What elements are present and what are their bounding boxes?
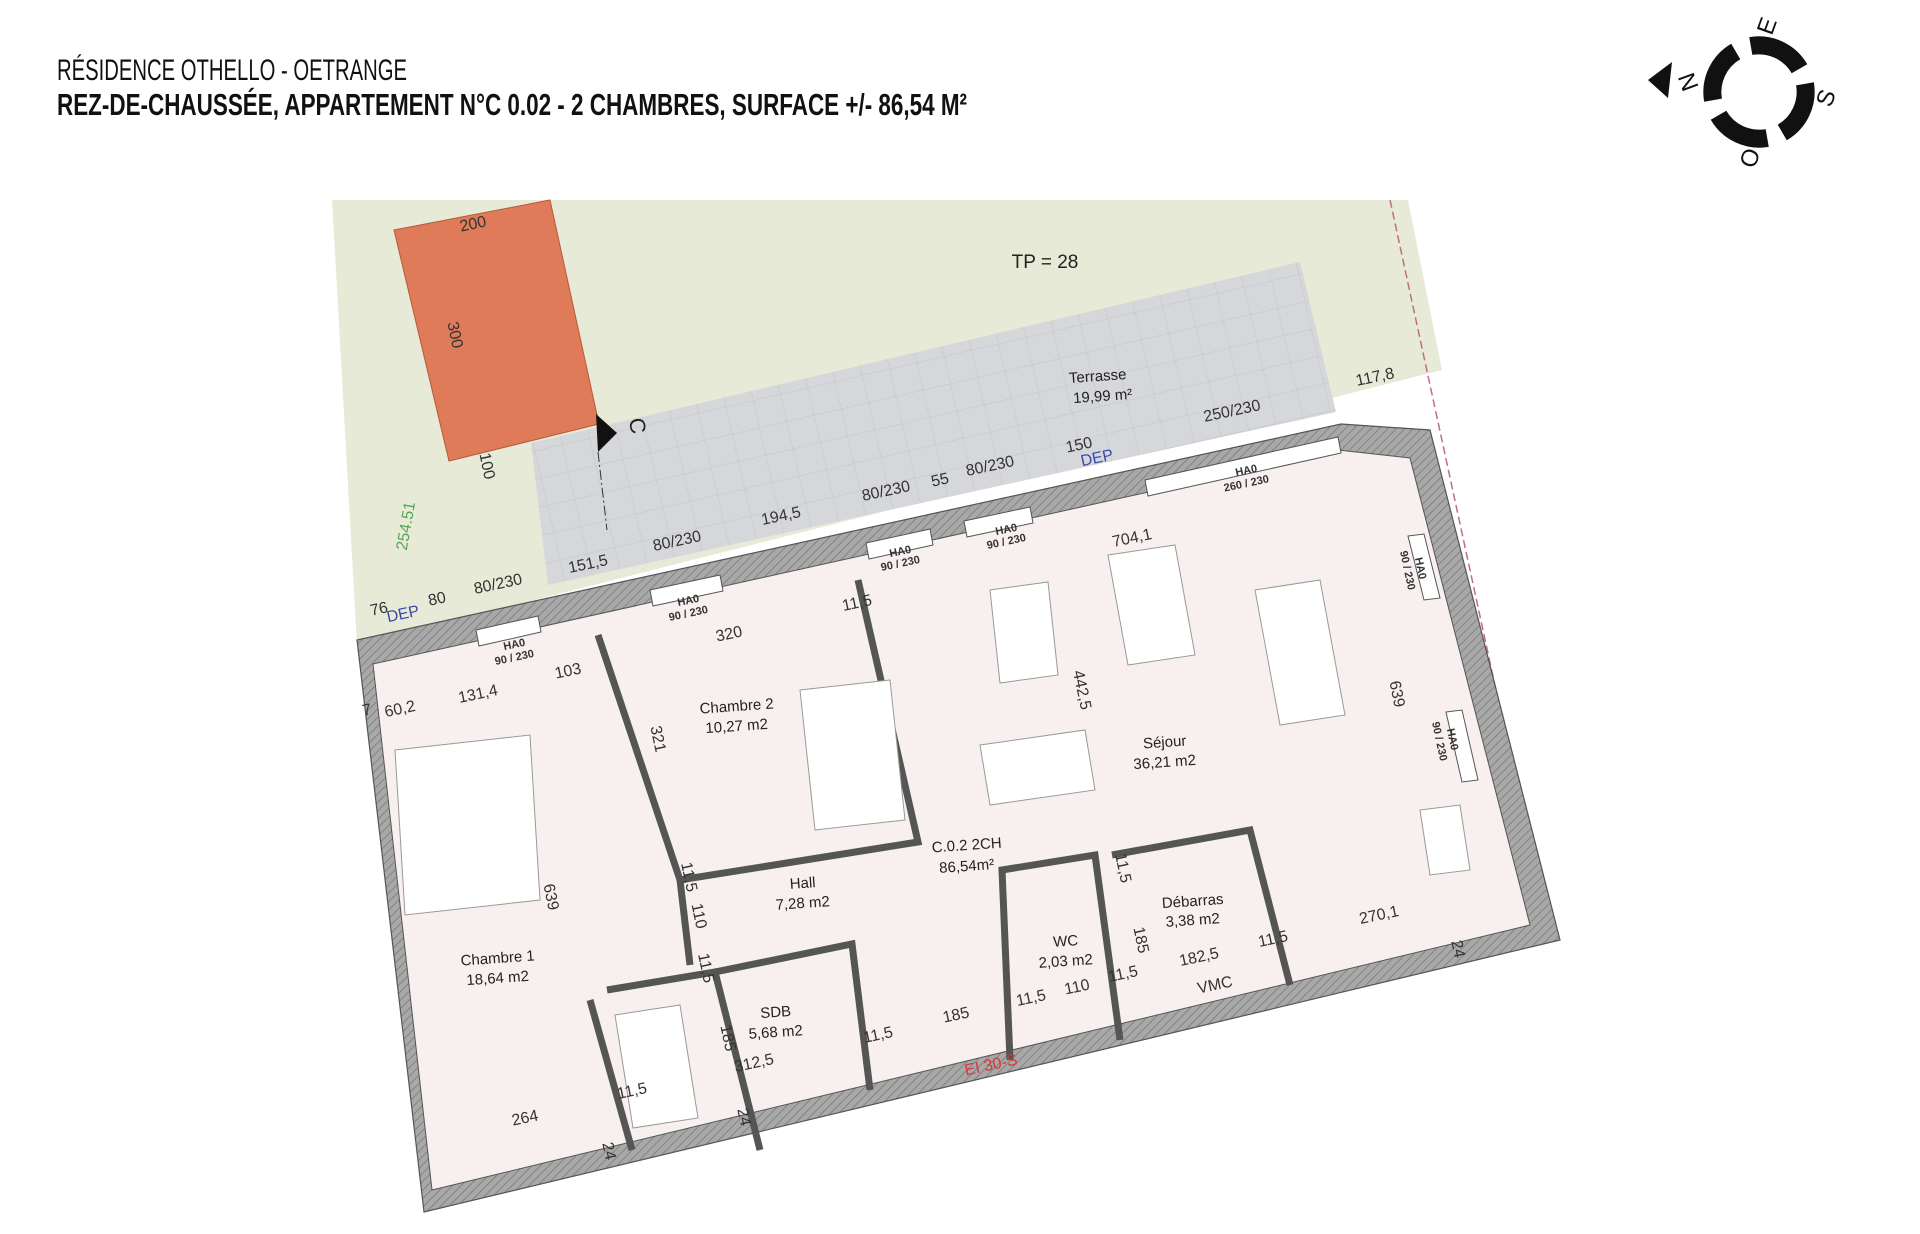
dimension-label: 11,5 bbox=[677, 861, 700, 894]
dimension-label: 639 bbox=[1385, 679, 1407, 709]
dimension-label: DEP bbox=[385, 603, 421, 626]
compass-rose-icon bbox=[1703, 36, 1815, 148]
room-name: SDB bbox=[760, 1003, 792, 1022]
dimension-label: 11,5 bbox=[1107, 963, 1140, 986]
compass-north: N bbox=[1672, 69, 1703, 95]
room-name: Chambre 2 bbox=[699, 695, 774, 717]
dimension-label: 11,5 bbox=[694, 952, 717, 985]
section-line bbox=[597, 451, 608, 531]
section-marker-label: C bbox=[624, 416, 651, 436]
room-label: WC2,03 m2 bbox=[1038, 932, 1093, 972]
room-area: 2,03 m2 bbox=[1038, 951, 1093, 972]
dimension-label: 80 bbox=[427, 589, 448, 609]
dimension-label: 639 bbox=[539, 882, 561, 912]
dimension-label: 321 bbox=[646, 724, 668, 754]
dimension-label: HA0 bbox=[676, 593, 700, 609]
room-area: 3,38 m2 bbox=[1165, 910, 1220, 931]
dimension-label: 100 bbox=[475, 451, 497, 481]
dimension-label: 110 bbox=[1063, 977, 1092, 999]
dimension-label: HA0 bbox=[994, 522, 1018, 538]
dimension-label: 60,2 bbox=[383, 698, 417, 721]
dimension-label: 24 bbox=[1447, 939, 1467, 960]
dimension-label: HA0 bbox=[502, 637, 526, 653]
dimension-label: 185 bbox=[1129, 925, 1151, 955]
dimension-label: HA0 bbox=[1444, 727, 1460, 751]
room-name: Terrasse bbox=[1068, 366, 1127, 387]
compass-east: E bbox=[1752, 14, 1783, 38]
residence-subtitle: RÉSIDENCE OTHELLO - OETRANGE bbox=[57, 54, 407, 87]
room-area: 86,54m² bbox=[939, 856, 995, 877]
dimension-label: 264 bbox=[510, 1107, 540, 1129]
dimension-label: DEP bbox=[1079, 447, 1115, 470]
dimension-label: 11,5 bbox=[1111, 852, 1134, 885]
dimension-label: 24 bbox=[733, 1107, 753, 1128]
dimension-label: 11,5 bbox=[1257, 928, 1290, 951]
compass-south: S bbox=[1811, 86, 1842, 110]
room-area: 10,27 m2 bbox=[705, 716, 769, 737]
room-label: Chambre 210,27 m2 bbox=[699, 695, 774, 737]
room-name: Séjour bbox=[1142, 733, 1186, 753]
dimension-label: 185 bbox=[716, 1023, 738, 1053]
dimension-label: 11,5 bbox=[862, 1024, 895, 1047]
dimension-label: 11,5 bbox=[841, 592, 874, 615]
dimension-label: HA0 bbox=[1412, 556, 1428, 580]
room-label: Chambre 118,64 m2 bbox=[460, 947, 535, 989]
dimension-label: HA0 bbox=[1234, 463, 1258, 479]
dimension-label: HA0 bbox=[888, 544, 912, 560]
dimension-label: 103 bbox=[553, 660, 583, 682]
room-name: Débarras bbox=[1161, 891, 1224, 912]
terrace-area bbox=[531, 262, 1336, 585]
dimension-label: 24 bbox=[598, 1141, 618, 1162]
dimension-label: 300 bbox=[443, 320, 465, 350]
section-marker-icon bbox=[596, 414, 617, 452]
dimension-label: 11,5 bbox=[616, 1080, 649, 1103]
room-area: 19,99 m² bbox=[1073, 386, 1133, 407]
dimension-label: 185 bbox=[941, 1004, 971, 1026]
dimension-label: 7 bbox=[361, 701, 373, 719]
room-area: 36,21 m2 bbox=[1133, 752, 1197, 773]
compass-west: O bbox=[1735, 145, 1767, 172]
room-name: WC bbox=[1053, 932, 1079, 951]
dimension-label: 76 bbox=[369, 599, 390, 619]
dimension-label: 11,5 bbox=[1015, 987, 1048, 1010]
room-name: Hall bbox=[789, 874, 816, 893]
dimension-label: 110 bbox=[688, 902, 710, 931]
apartment-title: REZ-DE-CHAUSSÉE, APPARTEMENT N°C 0.02 - … bbox=[57, 87, 967, 122]
tp-label: TP = 28 bbox=[1012, 252, 1079, 273]
room-name: Chambre 1 bbox=[460, 947, 535, 969]
room-area: 18,64 m2 bbox=[466, 968, 530, 989]
windows bbox=[475, 436, 1479, 783]
dimension-label: 150 bbox=[1064, 434, 1094, 456]
room-name: C.0.2 2CH bbox=[931, 835, 1002, 857]
north-arrow-icon bbox=[1648, 62, 1672, 98]
room-area: 5,68 m2 bbox=[748, 1022, 803, 1043]
dimension-label: 200 bbox=[458, 213, 488, 235]
dimension-label: 320 bbox=[714, 623, 744, 645]
furniture bbox=[394, 544, 1471, 1129]
room-area: 7,28 m2 bbox=[775, 893, 830, 914]
dimension-label: 55 bbox=[930, 470, 951, 490]
